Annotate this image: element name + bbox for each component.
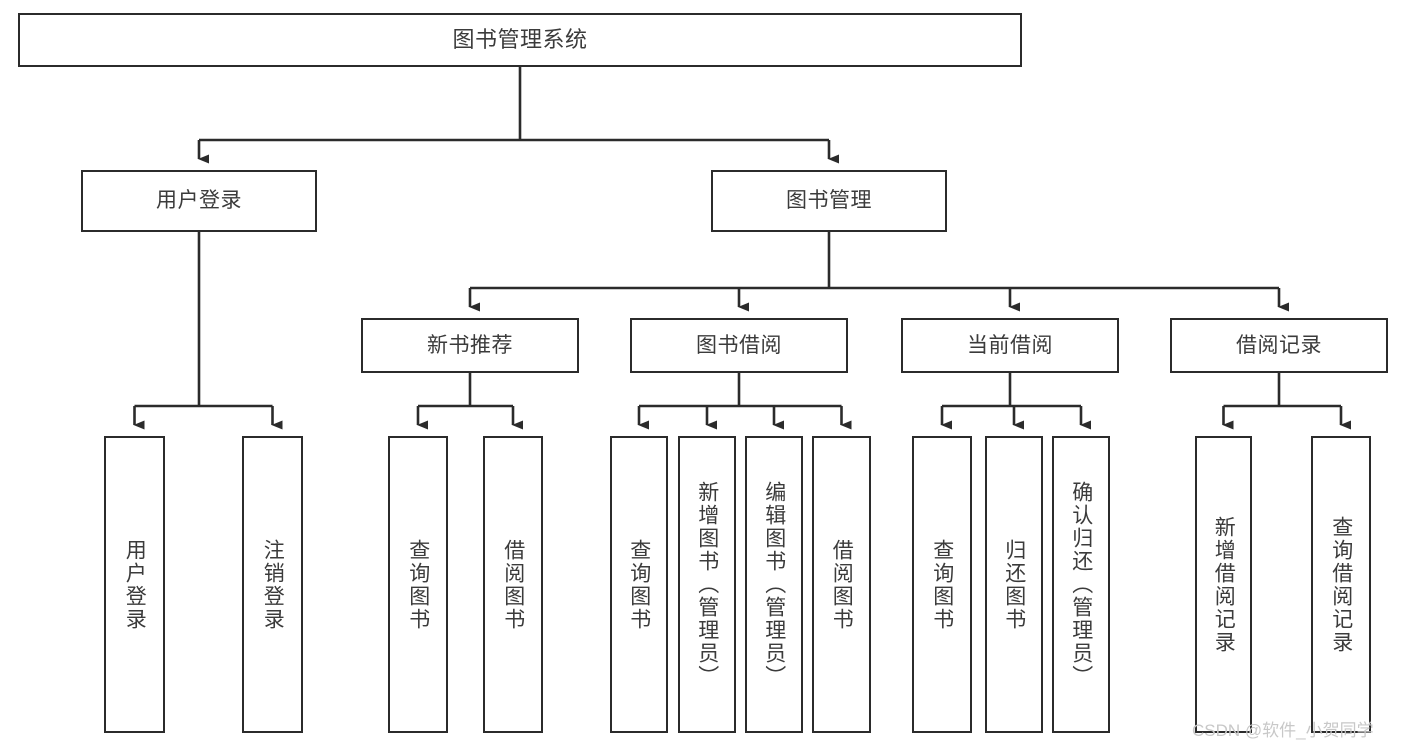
- node-leaf4[interactable]: 借阅图书: [483, 436, 543, 733]
- node-newbooks[interactable]: 新书推荐: [361, 318, 579, 373]
- node-bookmgmt[interactable]: 图书管理: [711, 170, 947, 232]
- node-root[interactable]: 图书管理系统: [18, 13, 1022, 67]
- node-leaf12[interactable]: 新增借阅记录: [1195, 436, 1252, 733]
- node-leaf5[interactable]: 查询图书: [610, 436, 668, 733]
- node-leaf7[interactable]: 编辑图书（管理员）: [745, 436, 803, 733]
- node-label: 注销登录: [261, 538, 285, 631]
- node-label: 编辑图书（管理员）: [762, 481, 786, 688]
- node-label: 图书管理系统: [452, 26, 588, 52]
- node-leaf10[interactable]: 归还图书: [985, 436, 1043, 733]
- node-label: 借阅记录: [1236, 333, 1322, 357]
- node-current[interactable]: 当前借阅: [901, 318, 1119, 373]
- node-label: 用户登录: [123, 538, 147, 631]
- node-records[interactable]: 借阅记录: [1170, 318, 1388, 373]
- node-leaf1[interactable]: 用户登录: [104, 436, 165, 733]
- node-label: 新增借阅记录: [1212, 515, 1236, 654]
- csdn-watermark: CSDN @软件_小贺同学: [1192, 721, 1374, 740]
- node-leaf8[interactable]: 借阅图书: [812, 436, 871, 733]
- node-label: 查询借阅记录: [1329, 515, 1353, 654]
- node-label: 当前借阅: [967, 333, 1053, 357]
- node-leaf11[interactable]: 确认归还（管理员）: [1052, 436, 1110, 733]
- node-label: 新增图书（管理员）: [695, 481, 719, 688]
- node-borrow[interactable]: 图书借阅: [630, 318, 848, 373]
- node-label: 查询图书: [627, 538, 651, 631]
- node-label: 图书管理: [786, 189, 872, 213]
- node-label: 借阅图书: [501, 538, 525, 631]
- node-leaf3[interactable]: 查询图书: [388, 436, 448, 733]
- node-label: 归还图书: [1002, 538, 1026, 631]
- node-label: 查询图书: [930, 538, 954, 631]
- node-login[interactable]: 用户登录: [81, 170, 317, 232]
- node-label: 查询图书: [406, 538, 430, 631]
- node-leaf6[interactable]: 新增图书（管理员）: [678, 436, 736, 733]
- node-label: 用户登录: [156, 189, 242, 213]
- node-leaf9[interactable]: 查询图书: [912, 436, 972, 733]
- node-label: 图书借阅: [696, 333, 782, 357]
- node-leaf2[interactable]: 注销登录: [242, 436, 303, 733]
- node-leaf13[interactable]: 查询借阅记录: [1311, 436, 1371, 733]
- node-label: 借阅图书: [830, 538, 854, 631]
- node-label: 新书推荐: [427, 333, 513, 357]
- node-label: 确认归还（管理员）: [1069, 481, 1093, 688]
